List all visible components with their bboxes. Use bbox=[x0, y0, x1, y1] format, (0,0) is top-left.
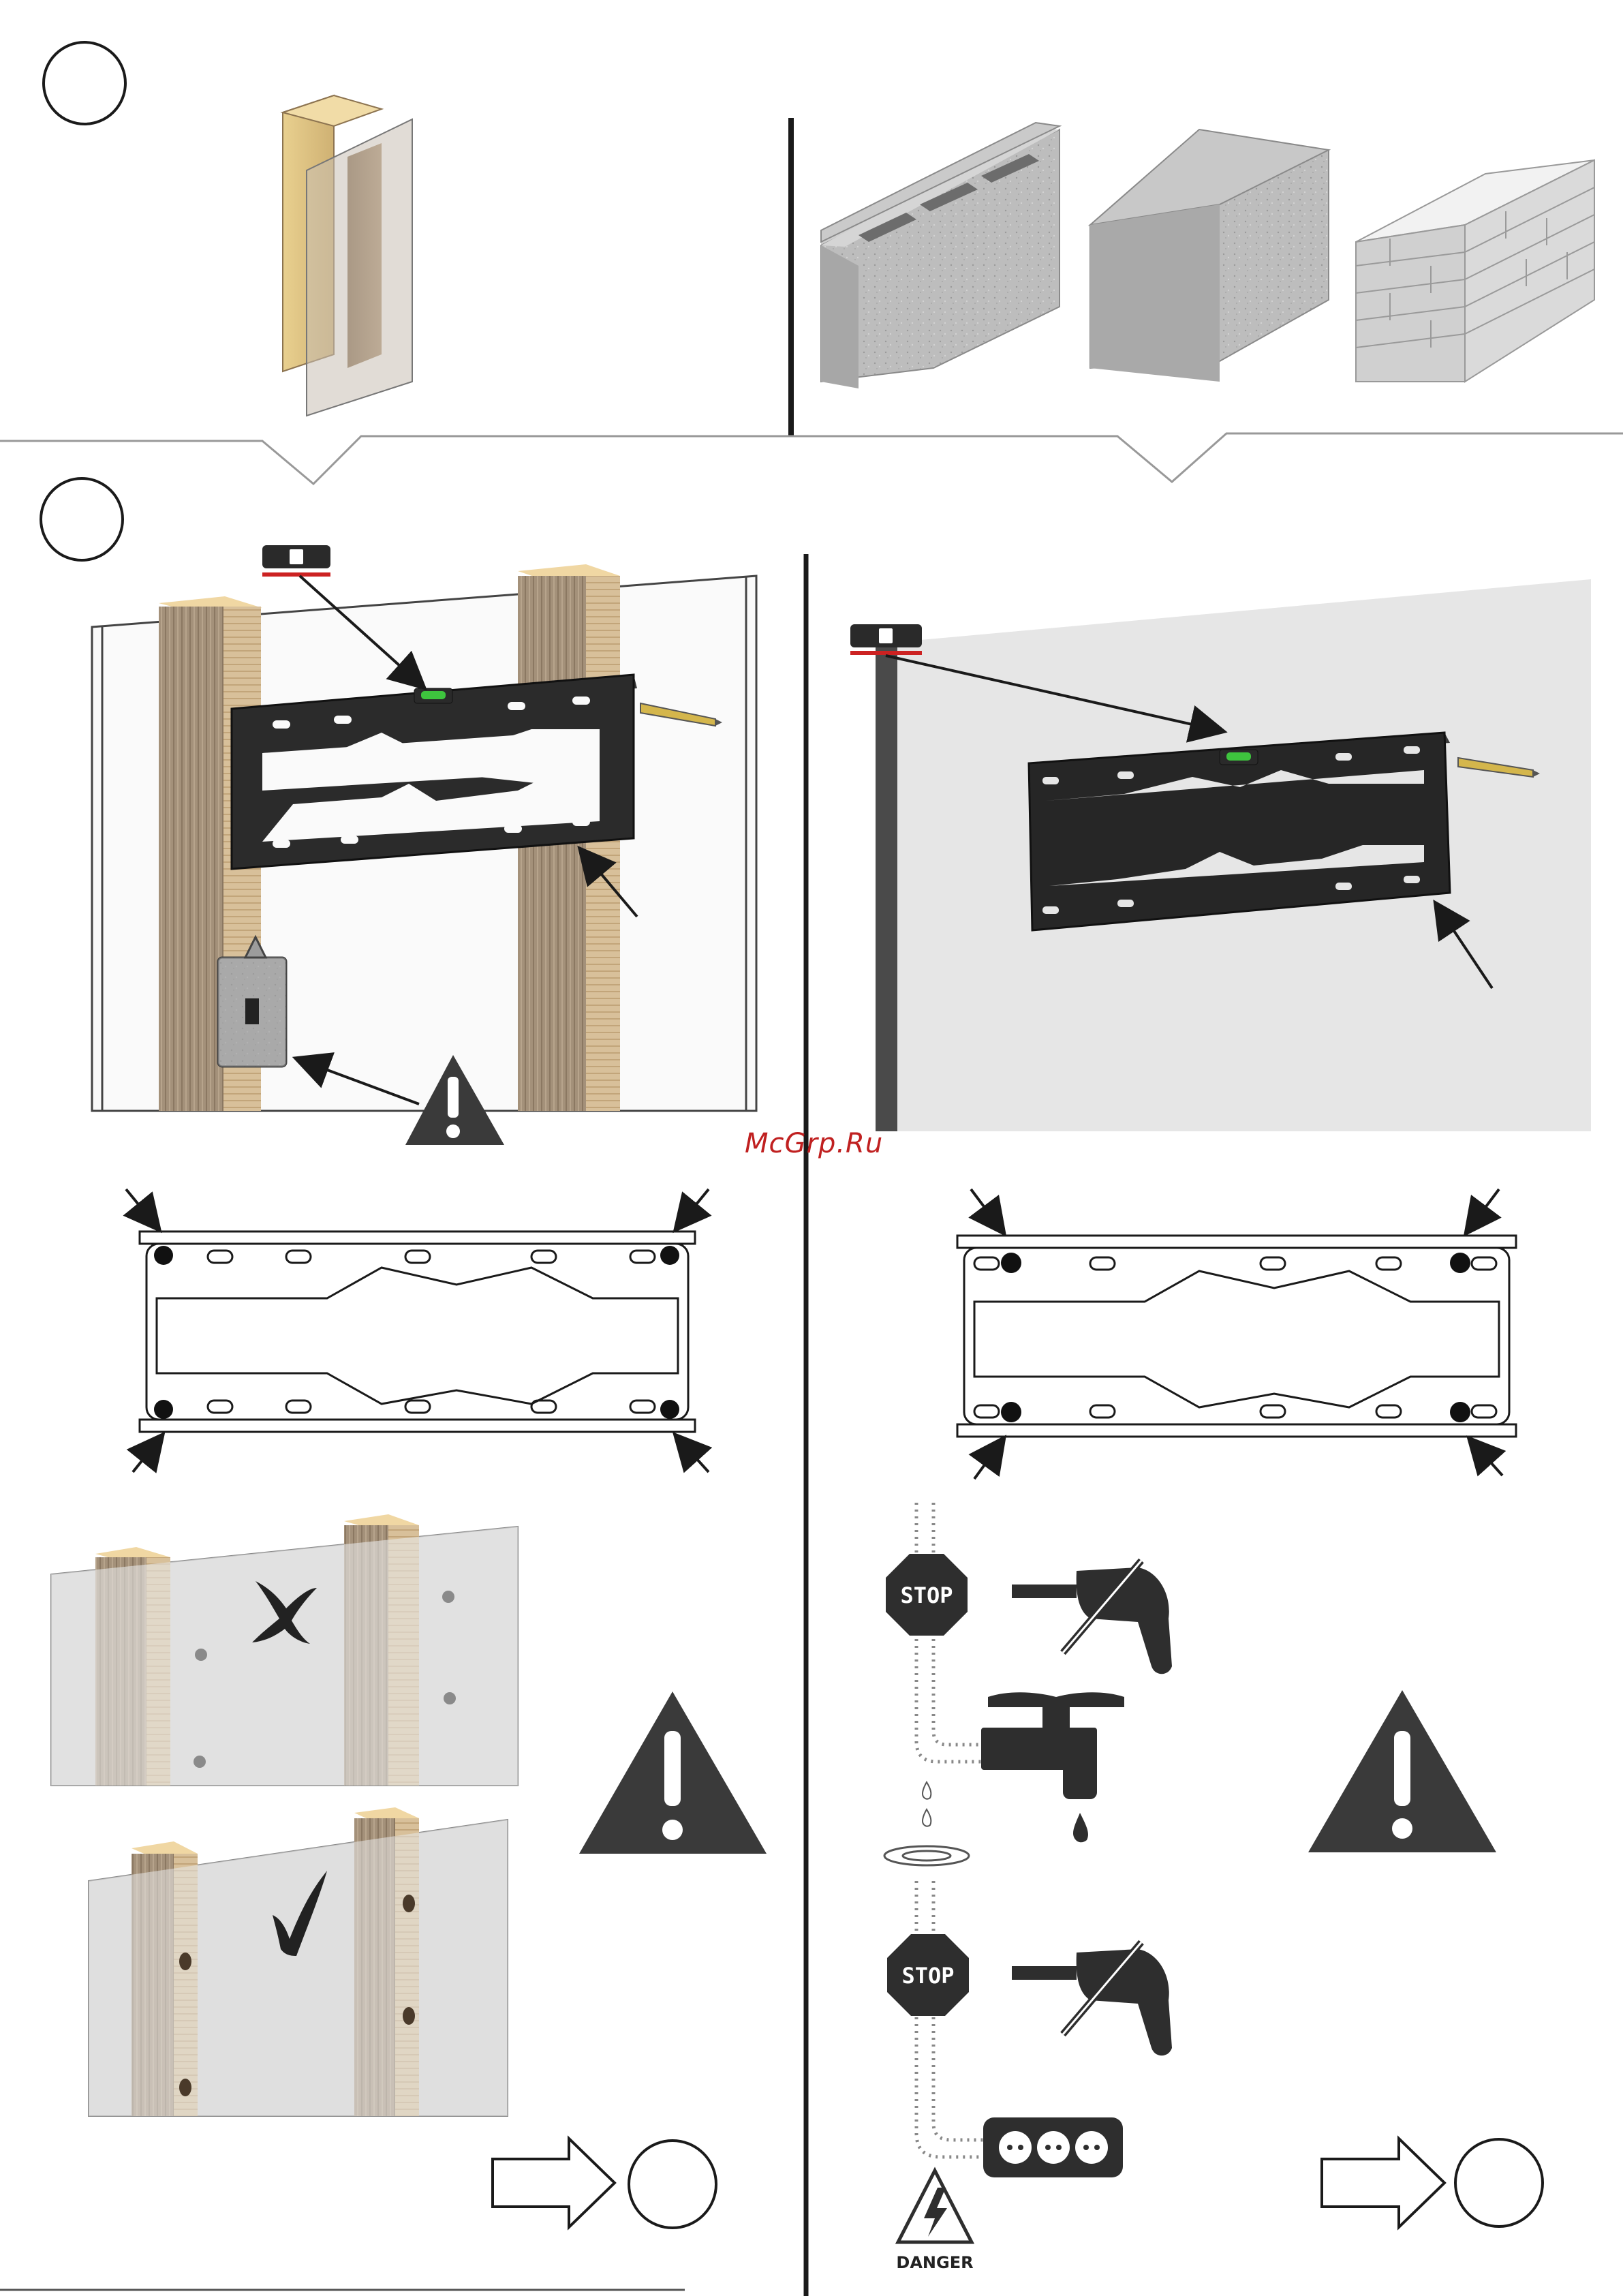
brick-wall-block bbox=[1356, 160, 1594, 382]
mounting-hole-dots-right bbox=[1001, 1253, 1470, 1422]
bracket-outline-right bbox=[957, 1236, 1516, 1437]
mounting-hole-dots-left bbox=[154, 1246, 679, 1419]
hole-pointer-arrows-right bbox=[971, 1189, 1502, 1479]
danger-label: DANGER bbox=[896, 2253, 973, 2272]
correct-stud-placement bbox=[89, 1807, 508, 2116]
wood-stud-illustration bbox=[283, 95, 412, 416]
wrong-stud-placement bbox=[51, 1514, 518, 1786]
watermark-text: McGrp.Ru bbox=[745, 1128, 883, 1159]
solid-wall-mounting-scene bbox=[876, 579, 1591, 1131]
next-step-arrow-right bbox=[1322, 2139, 1543, 2227]
section-separator bbox=[0, 433, 1623, 484]
stop-sign-label: STOP bbox=[900, 1582, 953, 1608]
step-2-circle-icon bbox=[41, 478, 123, 560]
power-outlet-icon bbox=[983, 2117, 1123, 2177]
danger-electric-icon: DANGER bbox=[896, 2171, 973, 2272]
next-step-arrow-left bbox=[493, 2139, 716, 2228]
hollow-concrete-block bbox=[821, 123, 1060, 388]
next-step-circle-icon-right bbox=[1455, 2139, 1543, 2226]
warning-triangle-icon-large-left bbox=[579, 1692, 767, 1854]
no-drill-icon bbox=[1012, 1561, 1172, 1674]
solid-concrete-block bbox=[1090, 129, 1329, 382]
next-step-circle-icon bbox=[629, 2141, 716, 2228]
stud-wall-mounting-scene bbox=[92, 564, 756, 1111]
warning-triangle-icon-large-right bbox=[1308, 1690, 1496, 1852]
no-drill-icon-second bbox=[1012, 1942, 1172, 2055]
stop-sign-icon-second: STOP bbox=[887, 1934, 969, 2016]
step-1-circle-icon bbox=[44, 42, 125, 124]
bracket-outline-left bbox=[140, 1231, 695, 1432]
stop-sign-label-second: STOP bbox=[901, 1963, 954, 1989]
spirit-level-icon bbox=[262, 545, 330, 575]
water-tap-icon bbox=[884, 1692, 1124, 1865]
stop-sign-icon: STOP bbox=[886, 1554, 968, 1636]
